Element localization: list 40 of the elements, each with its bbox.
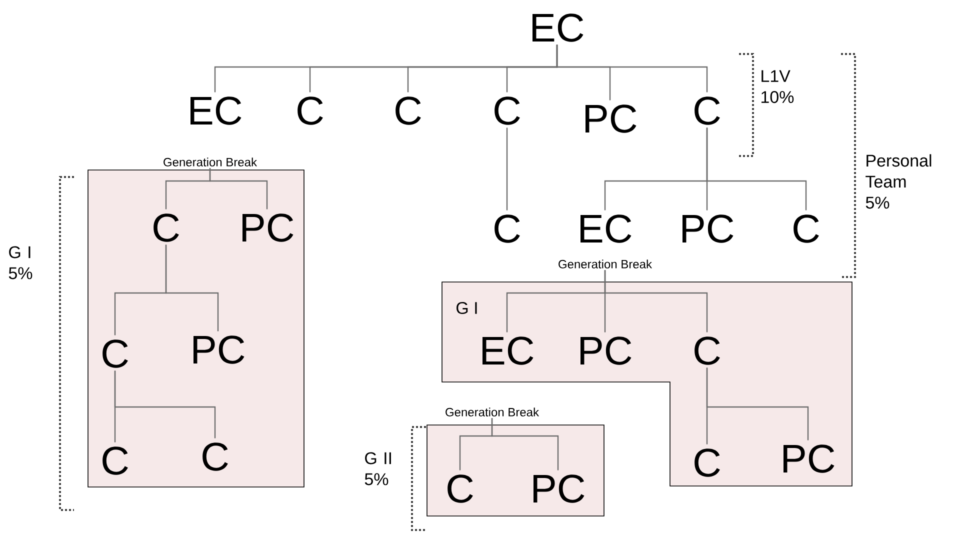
bracket-label: Personal Team 5%: [866, 154, 932, 209]
group-region: [88, 170, 304, 488]
member-label: C: [494, 214, 520, 243]
connector: [604, 270, 708, 332]
member-label: EC: [190, 96, 242, 125]
member-label: C: [694, 96, 720, 125]
member-label: PC: [586, 104, 636, 133]
group-region: [426, 424, 604, 516]
member-label: PC: [784, 444, 834, 473]
connector: [114, 370, 216, 438]
member-label: EC: [482, 336, 534, 365]
member-label: C: [494, 96, 520, 125]
member-label: EC: [532, 14, 584, 42]
member-label: C: [202, 442, 228, 471]
member-label: PC: [242, 214, 294, 242]
member-label: C: [794, 214, 819, 243]
section-label: Generation Break: [161, 156, 259, 168]
member-label: EC: [580, 214, 632, 243]
member-label: C: [102, 340, 128, 368]
member-label: C: [396, 96, 421, 125]
connector: [556, 44, 708, 92]
connector: [506, 128, 508, 210]
connector: [209, 168, 268, 210]
bracket-label: L1V 10%: [762, 70, 794, 104]
connector: [491, 418, 559, 470]
member-label: C: [102, 446, 128, 475]
member-label: C: [154, 214, 179, 242]
section-label: Generation Break: [556, 258, 654, 270]
member-label: C: [298, 96, 323, 125]
member-label: PC: [682, 214, 734, 243]
member-label: C: [694, 336, 720, 365]
connector: [706, 368, 809, 440]
member-label: PC: [194, 336, 244, 364]
member-label: C: [694, 448, 720, 477]
bracket-label: G II 5%: [364, 452, 391, 486]
connector: [706, 128, 807, 210]
section-label: Generation Break: [443, 406, 541, 418]
member-label: PC: [580, 336, 632, 365]
bracket-label: G I 5%: [8, 246, 32, 280]
connector: [165, 244, 219, 332]
